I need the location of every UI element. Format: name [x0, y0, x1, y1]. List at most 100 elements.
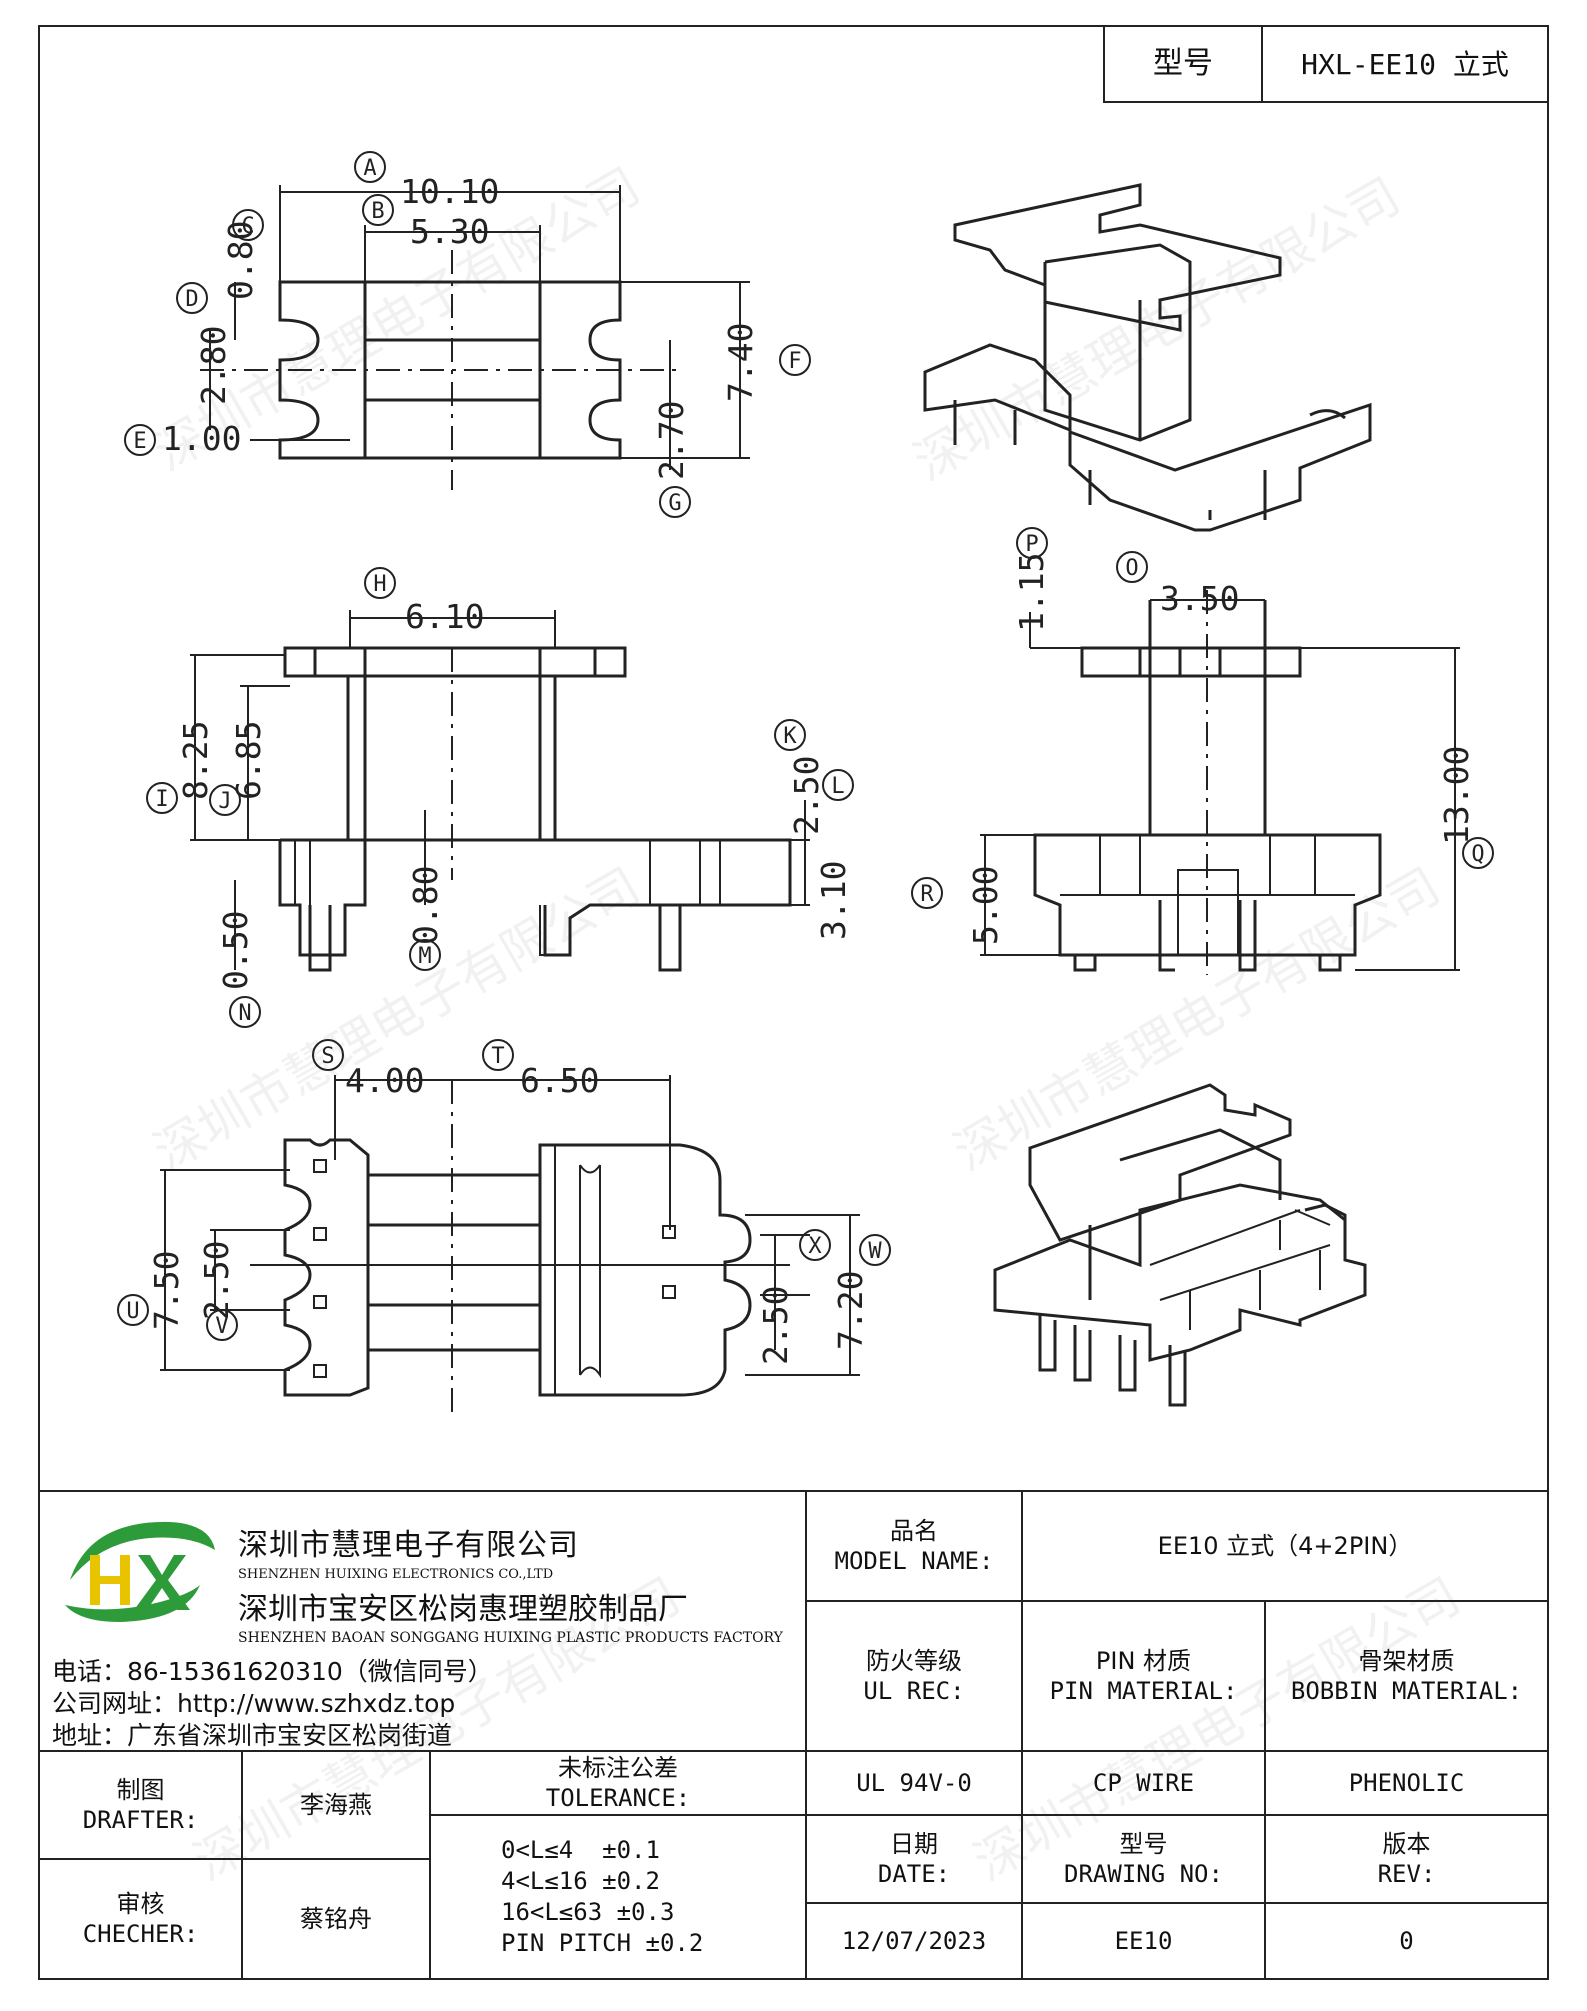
drafter-label-en: DRAFTER: [82, 1806, 199, 1834]
callout-d-letter: D [185, 287, 198, 312]
callout-k: K [774, 719, 806, 751]
front-view-pins [308, 905, 682, 972]
bottom-view-pin-hole [662, 1285, 676, 1299]
company-website: 公司网址：http://www.szhxdz.top [52, 1689, 456, 1718]
bottom-view-pin-hole [313, 1227, 327, 1241]
callout-b-letter: B [371, 199, 384, 224]
callout-m: M [409, 939, 441, 971]
bottom-view-core [368, 1173, 540, 1352]
callout-n: N [229, 996, 261, 1028]
callout-t-letter: T [491, 1044, 504, 1069]
iso-bottom-detail [1149, 1209, 1331, 1330]
dim-value-b: 5.30 [410, 212, 489, 251]
callout-l-letter: L [831, 774, 844, 799]
bobbin-label-cell: 骨架材质 BOBBIN MATERIAL: [1264, 1600, 1549, 1752]
iso-top-base [923, 343, 1372, 532]
model-name-label-en: MODEL NAME: [834, 1547, 994, 1575]
drawing-no-label-en: DRAWING NO: [1064, 1860, 1223, 1888]
dim-value-g: 2.70 [652, 401, 691, 480]
dim-value-c: 0.80 [221, 221, 260, 300]
callout-q-letter: Q [1471, 842, 1484, 867]
ul-label-en: UL REC: [863, 1677, 965, 1705]
dim-value-f: 7.40 [721, 323, 760, 402]
callout-c-letter: C [241, 214, 254, 239]
callout-f-letter: F [788, 349, 801, 374]
dim-value-p: 1.15 [1012, 553, 1051, 632]
checker-label-en: CHECHER: [82, 1920, 199, 1948]
callout-f: F [779, 344, 811, 376]
tolerance-label-en: TOLERANCE: [545, 1784, 691, 1812]
iso-bottom-flange [1028, 1083, 1292, 1242]
checker-label-cn: 审核 [116, 1890, 165, 1918]
iso-bottom-slot [1304, 1203, 1347, 1240]
dim-value-s: 4.00 [345, 1061, 424, 1100]
dim-value-x: 2.50 [756, 1286, 795, 1365]
drafter-value-cell: 李海燕 [241, 1750, 431, 1860]
iso-top-slot [1309, 409, 1346, 420]
drafter-label-cell: 制图 DRAFTER: [38, 1750, 243, 1860]
ul-value: UL 94V-0 [856, 1769, 972, 1797]
callout-o: O [1116, 551, 1148, 583]
dim-value-w: 7.20 [831, 1271, 870, 1350]
callout-d: D [176, 282, 208, 314]
callout-g-letter: G [668, 491, 681, 516]
checker-value: 蔡铭舟 [300, 1905, 372, 1933]
side-view-top-flange [1080, 646, 1302, 678]
iso-top-flange [953, 183, 1282, 332]
callout-s: S [312, 1039, 344, 1071]
dim-value-u: 7.50 [147, 1251, 186, 1330]
bottom-view-right-flange-inner [554, 1145, 601, 1395]
bobbin-value-cell: PHENOLIC [1264, 1750, 1549, 1816]
ul-label-cn: 防火等级 [866, 1647, 962, 1675]
dim-value-d: 2.80 [194, 326, 233, 405]
pin-value-cell: CP WIRE [1021, 1750, 1266, 1816]
drawing-no-value-cell: EE10 [1021, 1902, 1266, 1980]
drafter-label-cn: 制图 [116, 1776, 165, 1804]
tolerance-line-1: 0<L≤4 ±0.1 [501, 1835, 660, 1864]
dim-value-n: 0.50 [216, 911, 255, 990]
header-model-label-cell: 型号 [1103, 25, 1263, 103]
side-view [980, 590, 1460, 975]
pin-label-cn: PIN 材质 [1095, 1647, 1192, 1675]
bottom-view-right-flange [538, 1143, 752, 1397]
date-value-cell: 12/07/2023 [805, 1902, 1023, 1980]
pin-value: CP WIRE [1092, 1769, 1195, 1797]
tolerance-line-3: 16<L≤63 ±0.3 [501, 1898, 675, 1926]
side-view-base [1033, 833, 1382, 957]
callout-x-letter: X [808, 1234, 822, 1259]
company-logo [65, 1521, 215, 1622]
technical-drawing: 10.10 5.30 0.80 2.80 1.00 7.40 2.70 6.10… [117, 151, 1494, 1420]
date-label-cn: 日期 [890, 1830, 938, 1858]
bottom-view-pin-hole [313, 1159, 327, 1173]
factory-name-cn: 深圳市宝安区松岗惠理塑胶制品厂 [238, 1592, 688, 1627]
header-model-value-cell: HXL-EE10 立式 [1261, 25, 1549, 103]
callout-q: Q [1462, 837, 1494, 869]
header-model-value: HXL-EE10 立式 [1301, 47, 1509, 81]
bottom-view [160, 1075, 860, 1420]
front-view-top-flange [283, 646, 627, 678]
tolerance-line-4: PIN PITCH ±0.2 [501, 1929, 704, 1958]
bobbin-value: PHENOLIC [1348, 1769, 1465, 1797]
callout-u-letter: U [126, 1299, 139, 1324]
bobbin-label-en: BOBBIN MATERIAL: [1290, 1677, 1523, 1705]
rev-label-cn: 版本 [1382, 1830, 1431, 1858]
dim-value-t: 6.50 [520, 1061, 599, 1100]
callout-u: U [117, 1294, 149, 1326]
dim-value-j: 6.85 [229, 721, 268, 800]
company-name-cn: 深圳市慧理电子有限公司 [238, 1528, 579, 1563]
dim-value-l: 3.10 [814, 861, 853, 940]
callout-v: V [206, 1309, 238, 1341]
bottom-view-left-flange [283, 1138, 370, 1397]
drafter-value: 李海燕 [300, 1791, 372, 1819]
drawing-no-label-cn: 型号 [1119, 1830, 1168, 1858]
iso-bottom-pins [1038, 1315, 1187, 1407]
callout-i-letter: I [155, 787, 168, 812]
ul-value-cell: UL 94V-0 [805, 1750, 1023, 1816]
iso-top-pins [953, 400, 1267, 520]
callout-k-letter: K [783, 724, 797, 749]
drawing-no-label-cell: 型号 DRAWING NO: [1021, 1814, 1266, 1904]
checker-label-cell: 审核 CHECHER: [38, 1858, 243, 1980]
isometric-view-top [923, 183, 1372, 532]
iso-bottom-core [1088, 1128, 1282, 1300]
company-address: 地址：广东省深圳市宝安区松岗街道 [52, 1721, 453, 1750]
